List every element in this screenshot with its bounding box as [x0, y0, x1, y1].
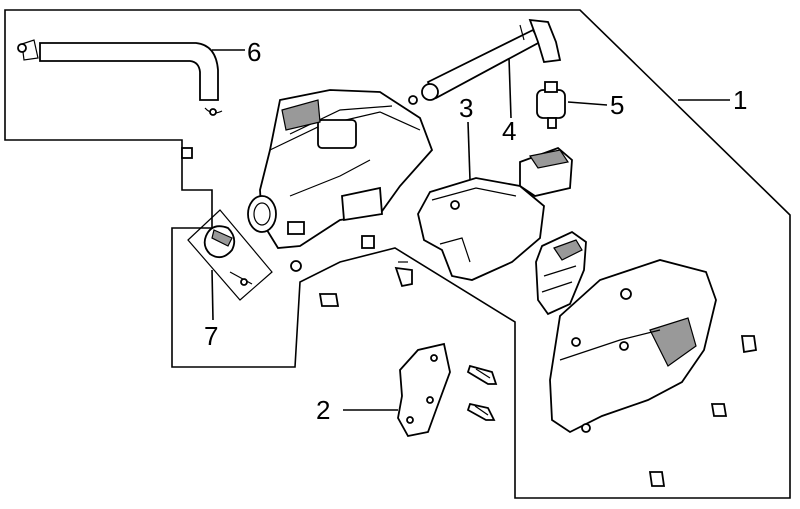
hose-clamp	[187, 209, 273, 301]
callout-5: 5	[610, 90, 624, 120]
callout-4: 4	[502, 116, 516, 146]
breather-hose	[17, 39, 223, 116]
gasket-seal	[535, 230, 587, 316]
callout-6: 6	[247, 37, 261, 67]
callout-2: 2	[316, 395, 330, 425]
callout-1: 1	[733, 85, 747, 115]
intake-tube	[408, 18, 562, 105]
callout-7: 7	[204, 321, 218, 351]
fasteners	[181, 147, 758, 487]
bracket-plate	[397, 342, 451, 438]
air-filter-housing	[247, 89, 434, 272]
clamp-inset-box	[187, 209, 273, 301]
side-cover	[549, 259, 717, 434]
inline-filter	[536, 81, 566, 129]
assembly-boundary-outline	[4, 9, 791, 499]
filter-cover	[417, 177, 545, 281]
callout-labels: 1 2 3 4 5 6 7	[204, 37, 747, 425]
screws	[466, 364, 498, 421]
filter-element	[519, 146, 573, 197]
callout-3: 3	[459, 93, 473, 123]
leader-lines	[211, 49, 730, 411]
